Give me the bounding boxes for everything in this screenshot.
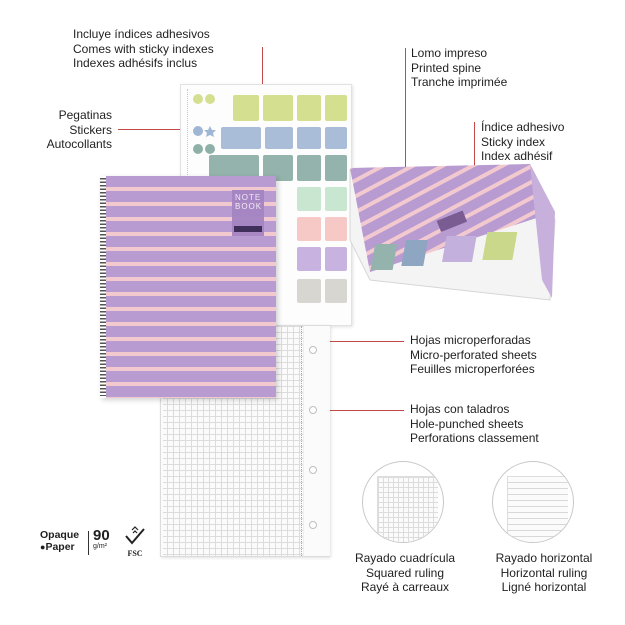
badge-divider — [88, 531, 89, 555]
open-notebook-illustration — [349, 164, 556, 301]
index-tab-blue — [325, 127, 347, 149]
index-tab-green — [233, 95, 259, 121]
cover-title-line2: BOOK — [235, 202, 263, 211]
index-tab-blue — [265, 127, 293, 149]
fsc-badge: FSC — [122, 526, 148, 558]
cover-logo-strip — [234, 226, 262, 232]
notebook-side-edge — [530, 164, 555, 298]
index-tab-pink — [297, 217, 321, 241]
leader-line-hole-punched — [311, 410, 404, 411]
fsc-tree-check-icon — [125, 526, 145, 545]
punch-hole — [309, 466, 317, 474]
leader-line-indexes — [262, 47, 263, 112]
index-tab-grey — [297, 279, 321, 303]
label-stickers: Pegatinas Stickers Autocollants — [46, 108, 112, 151]
opaque-text: Opaque — [40, 529, 80, 541]
punch-hole — [309, 406, 317, 414]
sticker-star-blue — [204, 126, 216, 137]
label-microperforated: Hojas microperforadas Micro-perforated s… — [410, 333, 537, 376]
index-tab-mint — [297, 187, 321, 211]
label-squared: Rayado cuadrícula Squared ruling Rayé à … — [354, 551, 456, 594]
horizontal-ruling-sample — [507, 476, 568, 542]
sticker-round-teal — [193, 144, 203, 154]
sticker-round-teal — [205, 144, 215, 154]
index-tab-lilac — [297, 247, 321, 271]
punch-hole — [309, 521, 317, 529]
sticker-shapes — [193, 94, 216, 154]
spiral-binding — [100, 178, 106, 396]
index-tab-blue — [221, 127, 261, 149]
cover-title-line1: NOTE — [235, 193, 262, 202]
horizontal-ruling-icon — [492, 461, 574, 543]
index-tab-teal — [297, 155, 321, 181]
spine-label — [436, 210, 468, 233]
paper-weight-value: 90 — [93, 527, 110, 544]
index-tab-blue — [401, 240, 428, 266]
index-tab-green — [297, 95, 321, 121]
index-tab-grey — [325, 279, 347, 303]
fsc-text: FSC — [127, 549, 143, 558]
label-indexes: Incluye índices adhesivos Comes with sti… — [73, 27, 214, 70]
paper-weight-unit: g/m² — [93, 543, 107, 550]
label-sticky-index: Índice adhesivo Sticky index Index adhés… — [481, 120, 565, 163]
leader-line-spine — [405, 48, 406, 263]
index-tab-teal — [325, 155, 347, 181]
index-tab-lilac — [442, 236, 477, 262]
label-hole-punched: Hojas con taladros Hole-punched sheets P… — [410, 402, 539, 445]
sheet-right-strip — [303, 326, 330, 556]
index-tab-pink — [325, 217, 347, 241]
paper-text: ●Paper — [40, 541, 75, 553]
paper-weight-badge: 90 g/m² — [93, 528, 123, 551]
cover-title-box: NOTE BOOK — [232, 190, 264, 236]
index-tab-green — [482, 232, 518, 260]
opaque-paper-badge: Opaque ●Paper — [40, 529, 90, 553]
leader-line-stickers — [118, 129, 193, 130]
sticker-round-blue — [193, 126, 203, 136]
microperforation-line — [301, 326, 303, 556]
index-tab-mint — [325, 187, 347, 211]
label-spine: Lomo impreso Printed spine Tranche impri… — [411, 46, 508, 89]
index-tab-teal — [370, 244, 398, 270]
index-tab-green — [325, 95, 347, 121]
sheet-margin — [161, 326, 163, 556]
leader-line-microperforated — [322, 341, 404, 342]
notebook-cover: NOTE BOOK — [100, 176, 276, 398]
squared-ruling-icon — [362, 461, 444, 543]
sticker-round-green — [193, 94, 203, 104]
index-tab-green — [263, 95, 293, 121]
squared-ruling-sample — [377, 476, 438, 542]
punch-hole — [309, 346, 317, 354]
sticker-round-green — [205, 94, 215, 104]
label-horizontal: Rayado horizontal Horizontal ruling Lign… — [495, 551, 593, 594]
index-tab-lilac — [325, 247, 347, 271]
index-tab-blue — [297, 127, 321, 149]
drop-icon: ● — [40, 542, 46, 552]
